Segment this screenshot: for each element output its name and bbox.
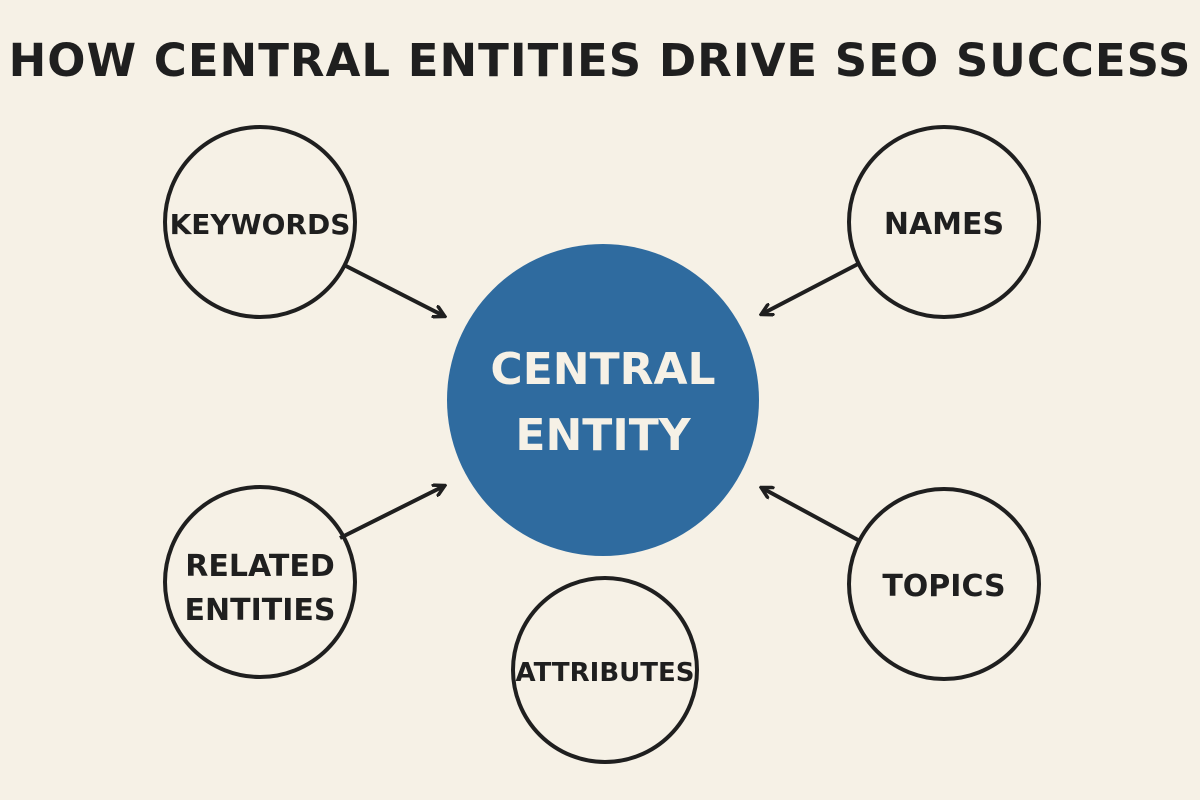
related-entities-node: RELATED ENTITIES bbox=[165, 487, 355, 677]
central-entity-node: CENTRAL ENTITY bbox=[447, 244, 759, 556]
arrow-related-entities-to-center bbox=[340, 486, 444, 538]
arrow-topics-to-center bbox=[762, 488, 858, 540]
attributes-node: ATTRIBUTES bbox=[513, 578, 697, 762]
attributes-label: ATTRIBUTES bbox=[515, 658, 694, 688]
names-node: NAMES bbox=[849, 127, 1039, 317]
related-entities-label-line-1: RELATED bbox=[185, 549, 334, 584]
arrow-names-to-center bbox=[762, 264, 858, 314]
keywords-label: KEYWORDS bbox=[170, 208, 351, 241]
keywords-node: KEYWORDS bbox=[165, 127, 355, 317]
topics-label: TOPICS bbox=[882, 569, 1005, 604]
related-entities-label-line-2: ENTITIES bbox=[185, 593, 336, 628]
topics-node: TOPICS bbox=[849, 489, 1039, 679]
names-label: NAMES bbox=[884, 207, 1004, 242]
central-entity-label-line-1: CENTRAL bbox=[490, 344, 715, 395]
arrow-keywords-to-center bbox=[346, 266, 444, 316]
central-entity-label-line-2: ENTITY bbox=[515, 410, 691, 461]
